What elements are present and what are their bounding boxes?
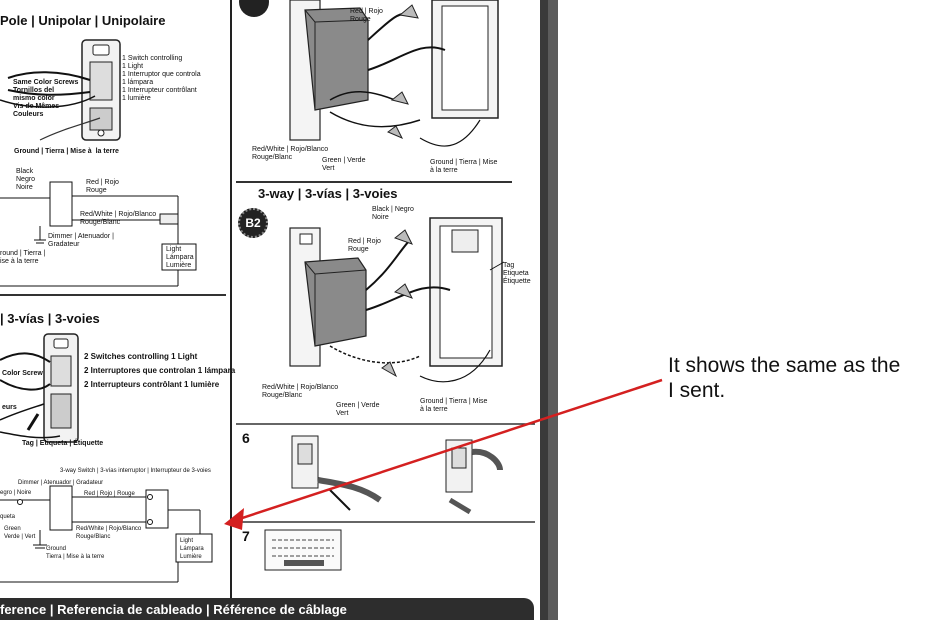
ground-label-top: Ground | Tierra | Mise à la terre [430, 159, 498, 174]
green-label-right: Green | Verde Vert [336, 402, 380, 417]
etiqueta-label-left: queta [0, 514, 16, 520]
red-wire-label: Red | Rojo Rouge [86, 179, 119, 194]
annotation-text: It shows the same as the I sent. [668, 354, 901, 402]
single-pole-switch-drawing [0, 39, 121, 141]
black-label-left: egro | Noire [0, 490, 32, 496]
redwhite-label-top: Red/White | Rojo/Blanco Rouge/Blanc [252, 146, 329, 161]
redwhite-wire-label: Red/White | Rojo/Blanco Rouge/Blanc [80, 211, 157, 226]
single-pole-schematic [0, 181, 197, 287]
redwhite-label-left: Red/White | Rojo/Blanco Rouge/Blanc [76, 526, 142, 540]
three-way-schematic-left [0, 485, 213, 583]
ground-label-2: round | Tierra | ise à la terre [0, 250, 46, 265]
redwhite-label-right: Red/White | Rojo/Blanco Rouge/Blanc [262, 384, 339, 399]
step-7-number: 7 [242, 528, 250, 544]
single-pole-description: 1 Switch controlling 1 Light 1 Interrupt… [122, 55, 201, 102]
couleurs-label: eurs [2, 404, 17, 411]
red-label-top: Red | Rojo Rouge [350, 8, 383, 23]
instruction-sheet: Pole | Unipolar | Unipolaire Same Color … [0, 0, 535, 620]
dimmer-label: Dimmer | Atenuador | Gradateur [48, 233, 114, 248]
same-color-screws-label: Same Color Screws Tornillos del mismo co… [13, 79, 79, 118]
footer-title: ference | Referencia de cableado | Référ… [0, 602, 347, 617]
step-6-illustrations [291, 435, 503, 515]
ground-label-right: Ground | Tierra | Mise à la terre [420, 398, 488, 413]
ground-label: Ground | Tierra | Mise à la terre [14, 148, 119, 155]
single-pole-title: Pole | Unipolar | Unipolaire [0, 13, 166, 28]
sheet-border [540, 0, 548, 620]
three-way-title-left: | 3-vías | 3-voies [0, 311, 100, 326]
light-label-left: Light Lámpara Lumière [180, 538, 204, 560]
tag-label-left: Tag | Etiqueta | Étiquette [22, 440, 104, 447]
black-wire-label: Black Negro Noire [16, 168, 36, 191]
three-way-title-right: 3-way | 3-vías | 3-voies [258, 186, 398, 201]
color-screw-label: Color Screw [2, 370, 43, 377]
sheet-edge [548, 0, 558, 620]
footer-bar [0, 598, 534, 620]
tag-label-right: Tag Etiqueta Étiquette [503, 262, 531, 285]
dimmer-wiring-drawing-top [289, 0, 499, 147]
ground-label-left: Ground Tierra | Mise à la terre [46, 546, 105, 560]
wiring-diagrams-artwork [0, 0, 535, 598]
dimmer-wiring-drawing-3way [289, 217, 505, 383]
black-label-right: Black | Negro Noire [372, 206, 414, 221]
green-label-top: Green | Verde Vert [322, 157, 366, 172]
red-label-left: Red | Rojo | Rouge [84, 491, 135, 497]
light-label: Light Lámpara Lumière [166, 246, 194, 269]
diagram-b2-badge: B2 [238, 208, 268, 238]
red-label-right: Red | Rojo Rouge [348, 238, 381, 253]
dimmer-label-left: Dimmer | Atenuador | Gradateur [18, 480, 104, 486]
step-6-number: 6 [242, 430, 250, 446]
three-way-switch-label: 3-way Switch | 3-vías interruptor | Inte… [60, 468, 211, 474]
three-way-description: 2 Switches controlling 1 Light 2 Interru… [84, 352, 236, 389]
three-way-switch-drawing-left [0, 333, 79, 443]
green-label-left: Green Verde | Vert [4, 526, 36, 540]
step-7-illustration [264, 529, 342, 571]
